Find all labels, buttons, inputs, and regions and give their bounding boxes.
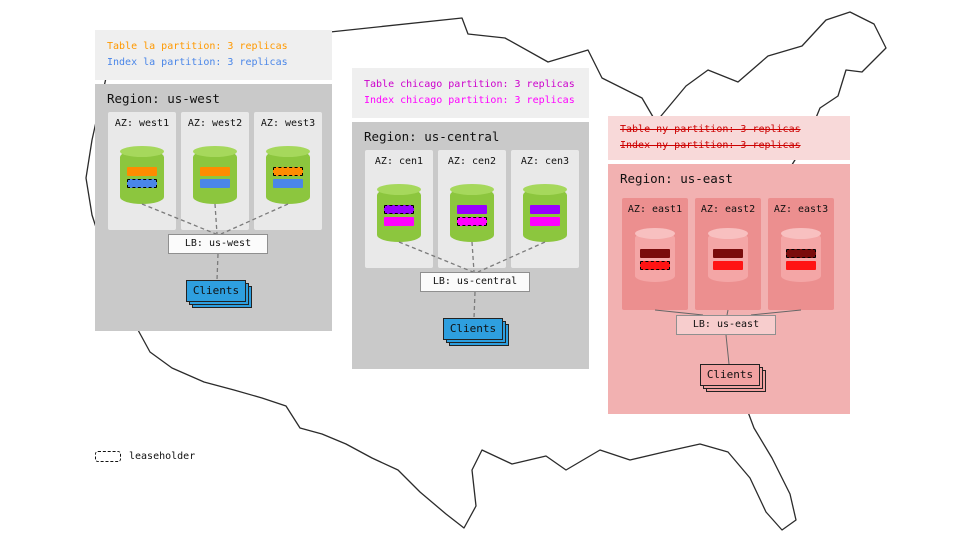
region-box-us-central: Region: us-central AZ: cen1 AZ: cen2 AZ:… (352, 122, 589, 369)
caption-table-partition: Table ny partition: 3 replicas (620, 124, 801, 135)
region-group-us-central: Table chicago partition: 3 replicas Inde… (352, 68, 589, 369)
az-box-cen1: AZ: cen1 (365, 150, 433, 268)
index-replica-bar (713, 261, 743, 270)
legend-label: leaseholder (129, 451, 196, 462)
replication-connectors (141, 203, 289, 281)
database-cylinder (450, 184, 494, 242)
replication-connectors (398, 241, 546, 319)
clients-us-central: Clients (443, 318, 509, 346)
az-box-east2: AZ: east2 (695, 198, 761, 310)
cylinder-top (120, 146, 164, 157)
caption-index-partition: Index la partition: 3 replicas (107, 57, 288, 68)
az-label: AZ: east3 (773, 204, 829, 215)
database-cylinder (193, 146, 237, 204)
table-replica-bar (273, 167, 303, 176)
cylinder-body (193, 150, 237, 204)
database-cylinder (523, 184, 567, 242)
cylinder-top (193, 146, 237, 157)
index-replica-bar (384, 217, 414, 226)
table-replica-bar (200, 167, 230, 176)
database-cylinder (266, 146, 310, 204)
table-replica-bar (640, 249, 670, 258)
index-replica-bar (457, 217, 487, 226)
region-group-us-east: Table ny partition: 3 replicas Index ny … (608, 116, 850, 414)
clients-us-east: Clients (700, 364, 766, 392)
caption-table-partition: Table chicago partition: 3 replicas (364, 79, 575, 90)
cylinder-top (450, 184, 494, 195)
clients-us-west: Clients (186, 280, 252, 308)
region-group-us-west: Table la partition: 3 replicas Index la … (95, 30, 332, 331)
az-label: AZ: west3 (260, 118, 316, 129)
table-replica-bar (530, 205, 560, 214)
az-box-east3: AZ: east3 (768, 198, 834, 310)
index-replica-bar (200, 179, 230, 188)
region-title: Region: us-central (364, 129, 500, 144)
az-label: AZ: cen3 (520, 156, 570, 167)
cylinder-body (450, 188, 494, 242)
caption-index-partition: Index chicago partition: 3 replicas (364, 95, 575, 106)
az-box-cen2: AZ: cen2 (438, 150, 506, 268)
database-cylinder (377, 184, 421, 242)
az-box-east1: AZ: east1 (622, 198, 688, 310)
cylinder-body (120, 150, 164, 204)
table-replica-bar (786, 249, 816, 258)
index-replica-bar (273, 179, 303, 188)
clients-label: Clients (443, 318, 503, 340)
clients-label: Clients (186, 280, 246, 302)
az-box-west2: AZ: west2 (181, 112, 249, 230)
database-cylinder (120, 146, 164, 204)
partition-caption-us-west: Table la partition: 3 replicas Index la … (95, 30, 332, 80)
load-balancer-us-west: LB: us-west (168, 234, 268, 254)
index-replica-bar (640, 261, 670, 270)
az-label: AZ: east1 (627, 204, 683, 215)
cylinder-top (266, 146, 310, 157)
cylinder-top (523, 184, 567, 195)
region-box-us-west: Region: us-west AZ: west1 AZ: west2 AZ: … (95, 84, 332, 331)
az-box-west1: AZ: west1 (108, 112, 176, 230)
az-label: AZ: east2 (700, 204, 756, 215)
table-replica-bar (384, 205, 414, 214)
database-cylinder (781, 228, 821, 282)
database-cylinder (635, 228, 675, 282)
az-box-west3: AZ: west3 (254, 112, 322, 230)
az-label: AZ: cen1 (374, 156, 424, 167)
cylinder-body (377, 188, 421, 242)
az-label: AZ: cen2 (447, 156, 497, 167)
az-label: AZ: west2 (187, 118, 243, 129)
replication-connectors (654, 309, 802, 365)
table-replica-bar (457, 205, 487, 214)
index-replica-bar (530, 217, 560, 226)
load-balancer-us-central: LB: us-central (420, 272, 530, 292)
cylinder-top (377, 184, 421, 195)
index-replica-bar (786, 261, 816, 270)
az-label: AZ: west1 (114, 118, 170, 129)
cylinder-top (708, 228, 748, 239)
leaseholder-swatch-icon (95, 451, 121, 462)
table-replica-bar (127, 167, 157, 176)
region-title: Region: us-west (107, 91, 220, 106)
database-cylinder (708, 228, 748, 282)
region-box-us-east: Region: us-east AZ: east1 AZ: east2 AZ: … (608, 164, 850, 414)
cylinder-body (266, 150, 310, 204)
load-balancer-us-east: LB: us-east (676, 315, 776, 335)
index-replica-bar (127, 179, 157, 188)
az-box-cen3: AZ: cen3 (511, 150, 579, 268)
cylinder-top (635, 228, 675, 239)
partition-caption-us-east: Table ny partition: 3 replicas Index ny … (608, 116, 850, 160)
region-title: Region: us-east (620, 171, 733, 186)
legend: leaseholder (95, 451, 195, 462)
cylinder-top (781, 228, 821, 239)
table-replica-bar (713, 249, 743, 258)
caption-index-partition: Index ny partition: 3 replicas (620, 140, 801, 151)
clients-label: Clients (700, 364, 760, 386)
partition-caption-us-central: Table chicago partition: 3 replicas Inde… (352, 68, 589, 118)
caption-table-partition: Table la partition: 3 replicas (107, 41, 288, 52)
cylinder-body (523, 188, 567, 242)
